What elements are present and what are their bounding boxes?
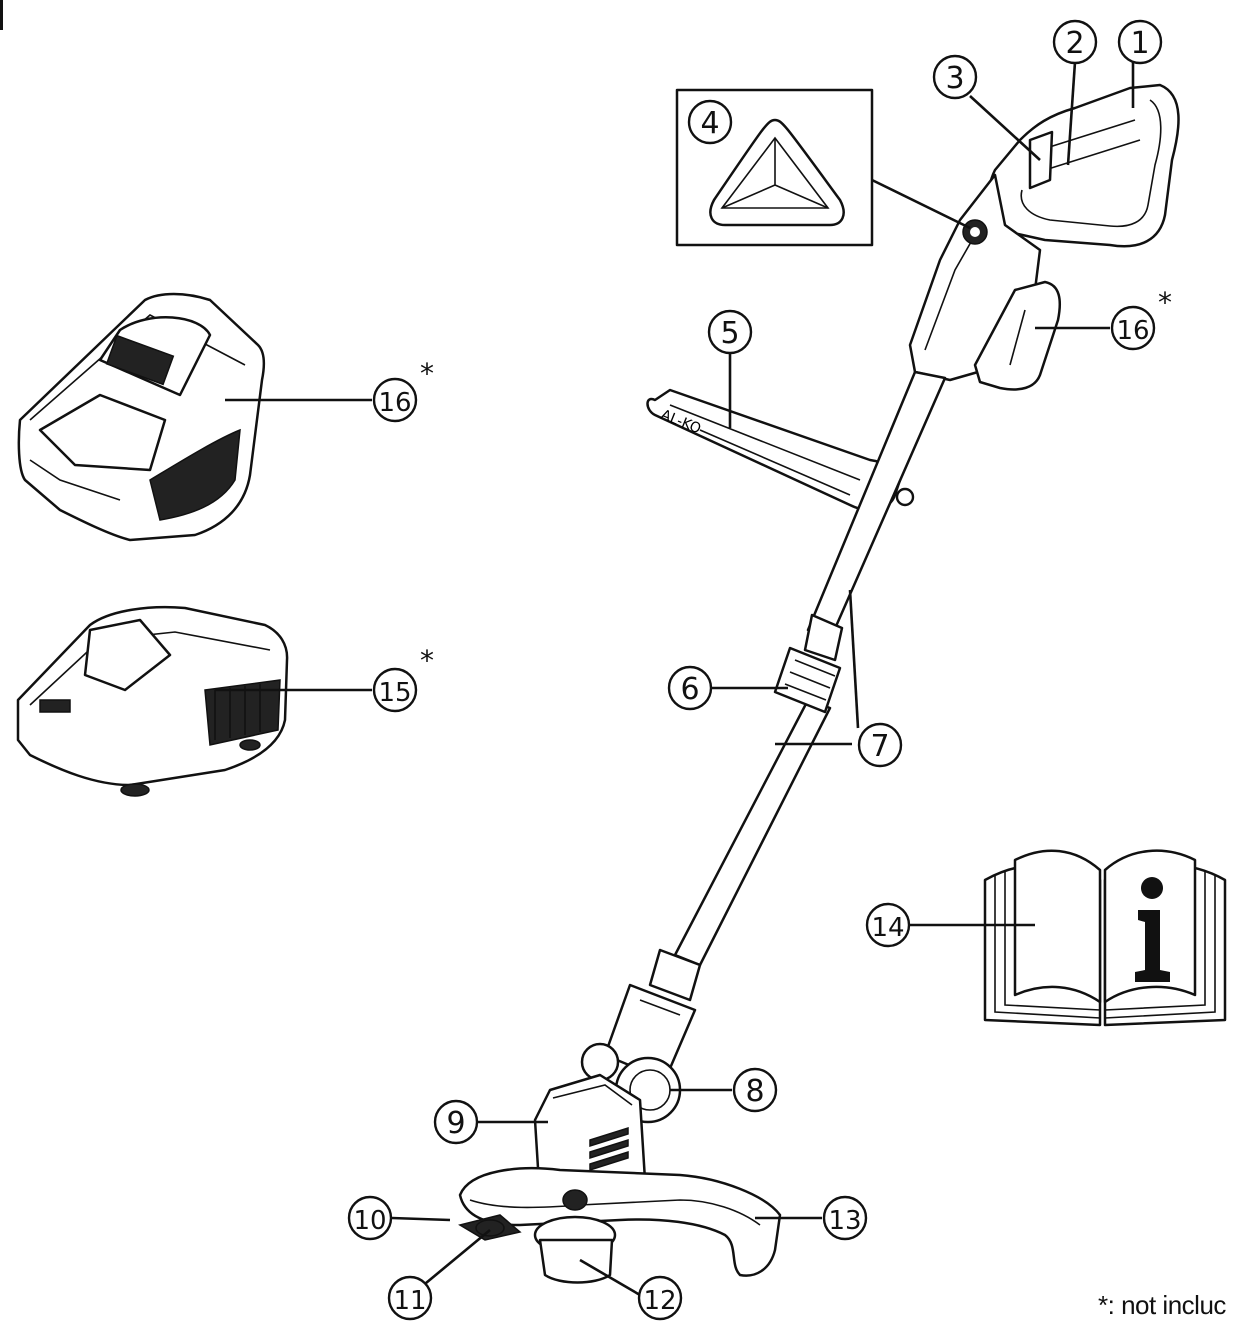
svg-text:13: 13 [828, 1206, 861, 1236]
leader-10 [391, 1216, 451, 1222]
callout-4: 4 [687, 99, 733, 145]
battery-pack [17, 292, 266, 542]
page-corner-mark [0, 0, 3, 30]
telescopic-sleeve [773, 613, 844, 714]
leader-3 [969, 95, 1041, 161]
callout-15: 15 [372, 667, 418, 713]
inset-leader-line [871, 178, 971, 230]
svg-text:6: 6 [680, 672, 699, 707]
leader-11 [419, 1228, 491, 1290]
asterisk-16-battery: * [420, 357, 434, 390]
lower-joint [603, 948, 702, 1082]
asterisk-15: * [420, 644, 434, 677]
leader-2 [1066, 61, 1077, 166]
svg-text:2: 2 [1065, 26, 1084, 61]
asterisk-16-tool: * [1158, 286, 1172, 319]
callout-7: 7 [857, 722, 903, 768]
callout-9: 9 [433, 1099, 479, 1145]
callout-16-tool: 16 [1110, 305, 1156, 351]
handle [986, 83, 1180, 248]
svg-text:9: 9 [446, 1106, 465, 1141]
callout-2: 2 [1052, 19, 1098, 65]
svg-text:3: 3 [945, 61, 964, 96]
callout-10: 10 [347, 1195, 393, 1241]
callout-16-battery: 16 [372, 377, 418, 423]
manual-book-icon [983, 849, 1227, 1027]
callout-14: 14 [865, 902, 911, 948]
callout-12: 12 [637, 1275, 683, 1321]
charger [16, 605, 289, 797]
callout-6: 6 [667, 665, 713, 711]
svg-text:10: 10 [353, 1206, 386, 1236]
svg-text:11: 11 [393, 1286, 426, 1316]
spool [458, 1189, 617, 1284]
callout-11: 11 [387, 1275, 433, 1321]
svg-text:16: 16 [378, 388, 411, 418]
svg-text:4: 4 [700, 106, 719, 141]
info-icon-stem [1135, 910, 1170, 982]
battery-on-tool [973, 280, 1062, 391]
svg-text:15: 15 [378, 678, 411, 708]
callout-8: 8 [732, 1067, 778, 1113]
callout-13: 13 [822, 1195, 868, 1241]
leader-12 [579, 1258, 641, 1297]
svg-text:1: 1 [1130, 26, 1149, 61]
footnote: *: not incluc [1098, 1290, 1226, 1320]
svg-text:14: 14 [871, 913, 904, 943]
info-icon-dot [1141, 877, 1163, 899]
leader-7b [848, 589, 860, 729]
svg-text:7: 7 [870, 729, 889, 764]
callout-1: 1 [1117, 19, 1163, 65]
svg-text:12: 12 [643, 1286, 676, 1316]
svg-text:16: 16 [1116, 316, 1149, 346]
callout-3: 3 [932, 54, 978, 100]
svg-text:5: 5 [720, 316, 739, 351]
svg-text:8: 8 [745, 1074, 764, 1109]
callout-5: 5 [707, 309, 753, 355]
